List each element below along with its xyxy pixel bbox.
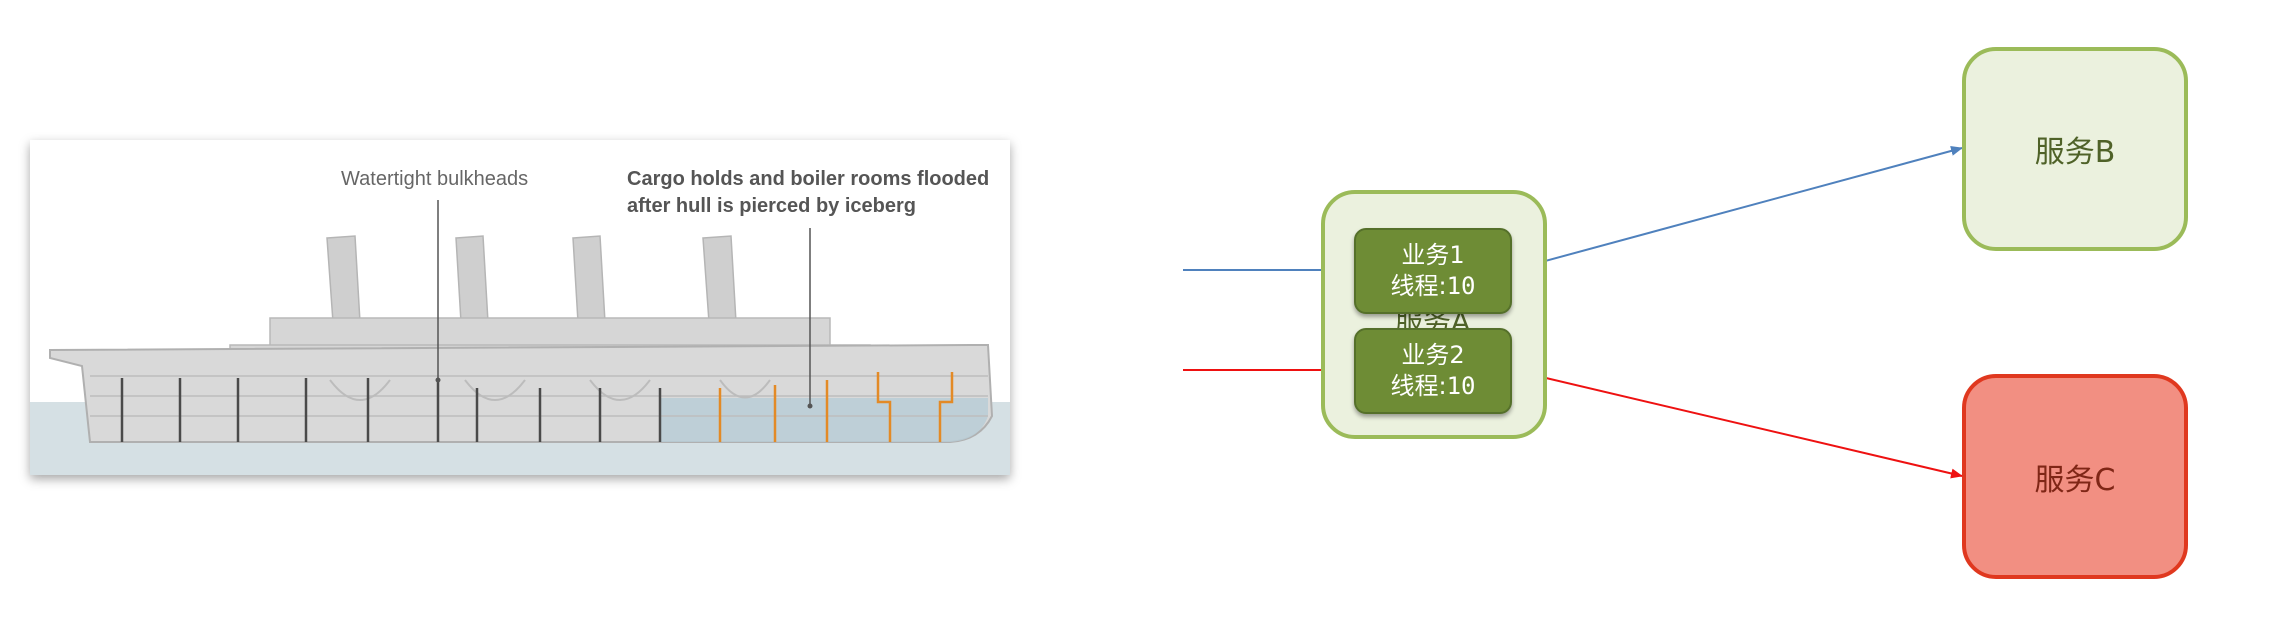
business-2-box: 业务2 线程:10 [1354, 328, 1512, 414]
business-1-name: 业务1 [1401, 241, 1465, 269]
business-2-threads-value: 10 [1446, 372, 1476, 400]
flooded-compartments [660, 398, 988, 442]
business-2-name: 业务2 [1401, 341, 1465, 369]
business-1-threads-value: 10 [1446, 272, 1476, 300]
flooded-bulkheads [718, 372, 954, 442]
business-2-threads: 线程:10 [1356, 371, 1510, 402]
bulkheads-label: Watertight bulkheads [341, 168, 529, 190]
arrow-business-1-to-service-b [1511, 146, 1963, 271]
ship-bulkhead-illustration: Watertight bulkheads Cargo holds and boi… [30, 140, 1010, 475]
boiler-arches [329, 379, 771, 401]
bulkheads [120, 378, 662, 442]
service-b-label: 服务B [2034, 135, 2116, 170]
ship-cross-section-drawing [30, 200, 1010, 475]
flooded-label: Cargo holds and boiler rooms flooded aft… [627, 168, 990, 217]
arrow-business-2-to-service-c [1511, 369, 1963, 479]
business-1-box: 业务1 线程:10 [1354, 228, 1512, 314]
bulkheads-pointer-dot [435, 377, 441, 383]
business-2-threads-label: 线程: [1390, 372, 1447, 400]
flooded-pointer-dot [807, 403, 813, 409]
service-c-box: 服务C [1962, 374, 2188, 579]
business-1-threads: 线程:10 [1356, 271, 1510, 302]
service-c-label: 服务C [2034, 462, 2116, 498]
business-1-threads-label: 线程: [1390, 272, 1447, 300]
service-b-box: 服务B [1962, 47, 2188, 251]
